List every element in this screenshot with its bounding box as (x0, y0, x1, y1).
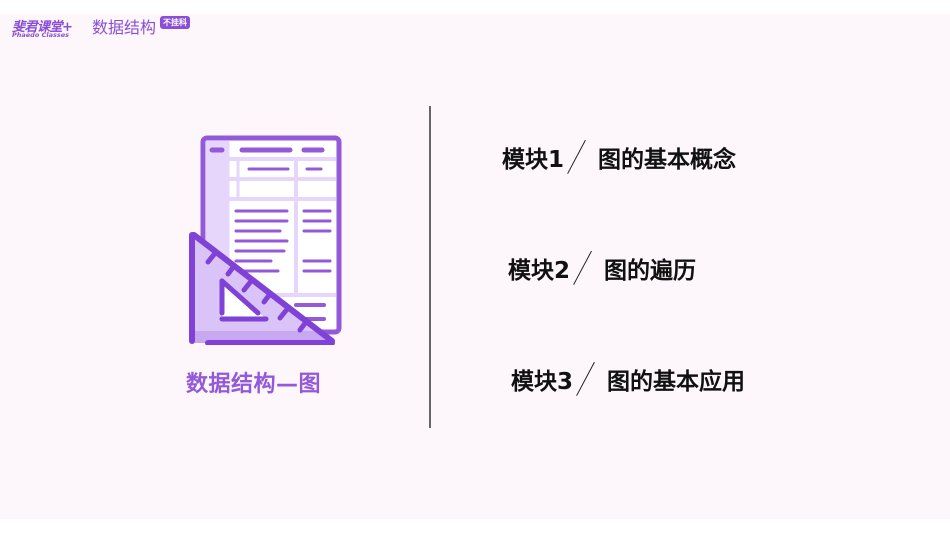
vertical-divider (429, 106, 431, 428)
module-label: 模块3 (511, 369, 574, 395)
brand-name-en: Phaedo Classes (12, 31, 69, 39)
brand-name-cn: 斐君课堂+ (12, 20, 73, 35)
module-title: 图的基本概念 (598, 147, 737, 173)
topic-caption: 数据结构—图 (186, 372, 322, 397)
module-item-2: 模块2 图的遍历 (508, 251, 696, 285)
course-badge: 不挂科 (160, 16, 190, 29)
module-title: 图的遍历 (604, 258, 697, 284)
slash-separator (572, 251, 594, 285)
module-label: 模块2 (508, 258, 571, 284)
course-title: 数据结构 (92, 18, 157, 37)
document-ruler-icon (186, 135, 346, 346)
slash-separator (575, 362, 597, 396)
slide: 斐君课堂+ Phaedo Classes 数据结构 不挂科 (0, 14, 950, 519)
module-item-3: 模块3 图的基本应用 (511, 362, 745, 396)
module-title: 图的基本应用 (607, 369, 746, 395)
module-label: 模块1 (502, 147, 565, 173)
slash-separator (566, 140, 588, 174)
module-item-1: 模块1 图的基本概念 (502, 140, 736, 174)
